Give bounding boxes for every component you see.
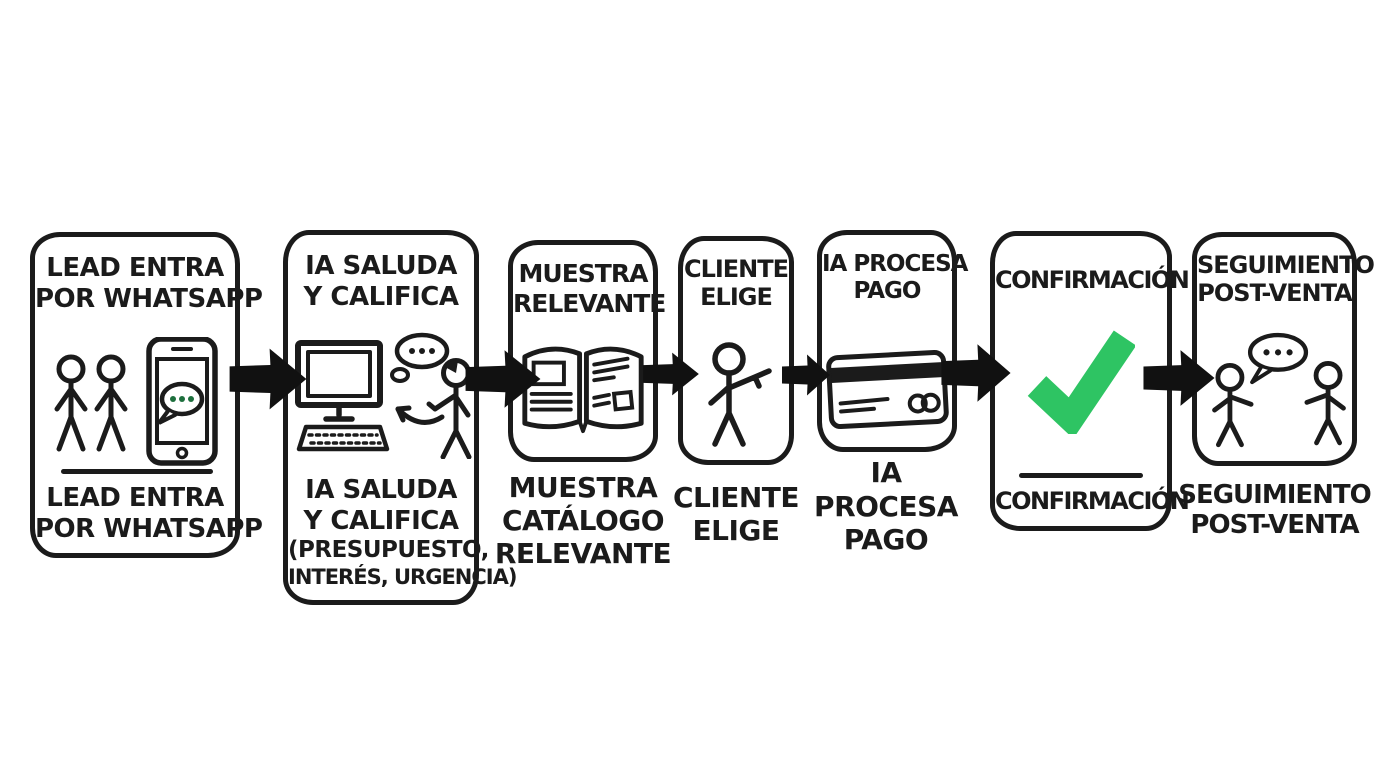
title-line: LEAD ENTRA [46, 253, 224, 283]
title-line: POR WHATSAPP [35, 283, 263, 314]
caption-line: INTERÉS, URGENCIA) [288, 564, 517, 589]
step-caption-seguimiento: SEGUIMIENTO POST-VENTA [1172, 480, 1376, 541]
step-title-muestra: MUESTRA RELEVANTE [513, 245, 666, 318]
flow-arrow-4 [782, 354, 830, 396]
title-line: Y CALIFICA [303, 281, 459, 312]
caption-line: CATÁLOGO [501, 503, 665, 537]
caption-line: IA SALUDA [305, 475, 457, 505]
caption-line: MUESTRA [508, 471, 658, 504]
caption-line: IA [870, 456, 902, 489]
step-caption-ia-saluda: IA SALUDA Y CALIFICA (PRESUPUESTO, INTER… [288, 475, 517, 590]
title-line: CONFIRMACIÓN [995, 266, 1190, 294]
person-pointing-icon [708, 342, 772, 447]
step-box-seguimiento: SEGUIMIENTO POST-VENTA [1192, 232, 1375, 466]
step-title-ia-procesa: IA PROCESA PAGO [822, 235, 968, 305]
title-line: SEGUIMIENTO [1197, 251, 1375, 279]
step-box-ia-saluda: IA SALUDA Y CALIFICA [283, 230, 517, 605]
two-people-and-whatsapp-phone-icon [54, 337, 218, 466]
title-line: IA PROCESA [822, 251, 968, 277]
divider-line [61, 469, 213, 474]
flow-arrow-3 [643, 352, 699, 396]
hair [445, 360, 458, 373]
step-box-lead-entra: LEAD ENTRA POR WHATSAPP LEAD ENTRA [30, 232, 263, 558]
step-title-seguimiento: SEGUIMIENTO POST-VENTA [1197, 237, 1375, 308]
step-title-cliente-elige: CLIENTE ELIGE [683, 241, 789, 312]
flow-arrow-6 [1143, 350, 1215, 406]
green-checkmark-icon [1027, 330, 1135, 434]
divider-line [1019, 473, 1143, 478]
caption-line: PAGO [843, 523, 929, 557]
caption-line: POST-VENTA [1190, 510, 1359, 541]
title-line: POST-VENTA [1197, 279, 1352, 308]
two-people-talking-icon [1212, 332, 1346, 448]
caption-line: ELIGE [692, 513, 781, 547]
caption-line: CONFIRMACIÓN [995, 487, 1190, 515]
title-line: RELEVANTE [513, 288, 666, 318]
flow-arrow-5 [941, 344, 1011, 402]
title-line: ELIGE [700, 283, 773, 312]
open-catalog-book-icon [522, 346, 644, 434]
step-caption-cliente-elige: CLIENTE ELIGE [646, 481, 826, 548]
caption-line: Y CALIFICA [303, 506, 459, 537]
step-caption-lead-entra: LEAD ENTRA POR WHATSAPP [35, 483, 263, 545]
title-line: CLIENTE [683, 255, 789, 283]
caption-line: RELEVANTE [494, 536, 672, 570]
step-caption-ia-procesa-pago: IA PROCESA PAGO [796, 456, 976, 557]
caption-line: PROCESA [814, 489, 958, 523]
caption-line: (PRESUPUESTO, [288, 537, 489, 564]
title-line: IA SALUDA [305, 251, 457, 281]
step-box-cliente-elige: CLIENTE ELIGE [678, 236, 794, 465]
step-title-ia-saluda: IA SALUDA Y CALIFICA [288, 235, 474, 312]
chat-dots [1263, 349, 1293, 356]
flow-arrow-2 [465, 350, 541, 408]
title-line: MUESTRA [518, 259, 649, 288]
step-box-ia-procesa-pago: IA PROCESA PAGO [817, 230, 968, 452]
title-line: PAGO [853, 278, 922, 305]
step-caption-muestra-catalogo: MUESTRA CATÁLOGO RELEVANTE [468, 471, 698, 570]
step-title-confirmacion: CONFIRMACIÓN [995, 236, 1190, 294]
step-box-muestra-catalogo: MUESTRA RELEVANTE [508, 240, 666, 462]
computer-chat-person-icon [295, 332, 472, 459]
chat-dots [409, 348, 435, 354]
caption-line: LEAD ENTRA [46, 483, 224, 513]
credit-card-icon [826, 350, 949, 430]
chat-dots [170, 396, 194, 402]
caption-line: CLIENTE [672, 481, 800, 514]
step-title-lead-entra: LEAD ENTRA POR WHATSAPP [35, 237, 263, 314]
step-caption-confirmacion: CONFIRMACIÓN [995, 487, 1190, 516]
flow-arrow-1 [229, 348, 307, 410]
caption-line: POR WHATSAPP [35, 514, 263, 545]
caption-line: SEGUIMIENTO [1178, 480, 1372, 510]
